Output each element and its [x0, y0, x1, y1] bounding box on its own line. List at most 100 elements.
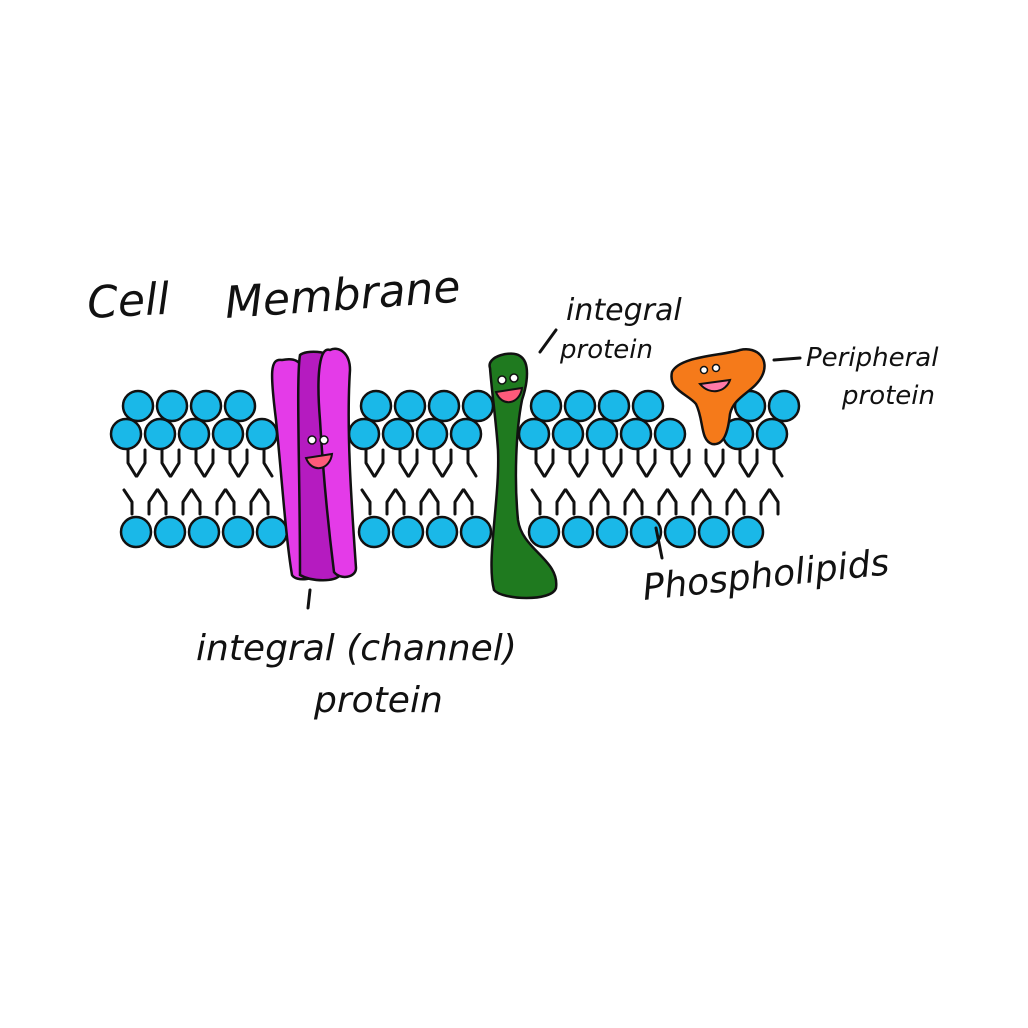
phospholipid-tail — [555, 488, 567, 516]
phospholipid-head — [393, 389, 427, 423]
pointer-peripheral — [772, 356, 802, 362]
phospholipid-tail — [734, 488, 746, 516]
phospholipid-tail — [725, 488, 737, 516]
phospholipid-head — [563, 389, 597, 423]
phospholipid-head — [347, 417, 381, 451]
phospholipid-tail — [373, 448, 385, 478]
phospholipid-head — [425, 515, 459, 549]
phospholipid-tail — [462, 488, 474, 516]
phospholipid-head — [153, 515, 187, 549]
phospholipid-head — [527, 515, 561, 549]
phospholipid-tail — [759, 488, 771, 516]
phospholipid-tail — [407, 448, 419, 478]
phospholipid-tail — [700, 488, 712, 516]
phospholipid-head — [143, 417, 177, 451]
phospholipid-tail — [169, 448, 181, 478]
phospholipid-tail — [568, 448, 580, 478]
phospholipid-head — [359, 389, 393, 423]
phospholipid-head — [211, 417, 245, 451]
phospholipid-tail — [364, 448, 376, 478]
phospholipid-head — [585, 417, 619, 451]
phospholipid-tail — [135, 448, 147, 478]
phospholipid-head — [529, 389, 563, 423]
phospholipid-head — [119, 515, 153, 549]
phospholipid-head — [631, 389, 665, 423]
label-integral-channel-line2: protein — [313, 680, 443, 721]
label-integral-line2: protein — [559, 335, 653, 365]
pointer-phospholipids — [654, 526, 664, 560]
phospholipid-head — [449, 417, 483, 451]
phospholipid-tail — [237, 448, 249, 478]
phospholipid-head — [189, 389, 223, 423]
phospholipid-tail — [224, 488, 236, 516]
integral-protein — [488, 352, 558, 600]
phospholipid-tail — [228, 448, 240, 478]
phospholipid-tail — [428, 488, 440, 516]
phospholipid-tail — [466, 448, 478, 478]
phospholipid-tail — [394, 488, 406, 516]
phospholipid-head — [663, 515, 697, 549]
label-peripheral-line1: Peripheral — [806, 343, 939, 373]
phospholipid-tail — [747, 448, 759, 478]
pointer-integral — [538, 328, 558, 354]
phospholipid-head — [517, 417, 551, 451]
phospholipid-head — [595, 515, 629, 549]
title-membrane: Membrane — [223, 262, 462, 329]
phospholipid-tail — [543, 448, 555, 478]
phospholipid-tail — [534, 448, 546, 478]
phospholipid-tail — [160, 448, 172, 478]
phospholipid-tail — [713, 448, 725, 478]
phospholipid-tail — [262, 448, 274, 478]
phospholipid-tail — [666, 488, 678, 516]
phospholipid-tail — [181, 488, 193, 516]
phospholipid-tail — [419, 488, 431, 516]
phospholipid-head — [427, 389, 461, 423]
phospholipid-head — [109, 417, 143, 451]
phospholipid-tail — [602, 448, 614, 478]
phospholipid-tail — [738, 448, 750, 478]
phospholipid-tail — [453, 488, 465, 516]
phospholipid-tail — [768, 488, 780, 516]
phospholipid-head — [255, 515, 289, 549]
phospholipid-head — [731, 515, 765, 549]
label-integral-line1: integral — [566, 293, 682, 328]
phospholipid-tail — [126, 448, 138, 478]
phospholipid-tail — [598, 488, 610, 516]
phospholipid-tail — [360, 488, 372, 516]
phospholipid-head — [697, 515, 731, 549]
phospholipid-head — [629, 515, 663, 549]
phospholipid-tail — [670, 448, 682, 478]
channel-protein — [270, 347, 358, 582]
phospholipid-tail — [632, 488, 644, 516]
phospholipid-tail — [398, 448, 410, 478]
label-peripheral-line2: protein — [841, 381, 935, 411]
label-phospholipids: Phospholipids — [641, 542, 891, 609]
phospholipid-tail — [645, 448, 657, 478]
phospholipid-head — [223, 389, 257, 423]
phospholipid-head — [459, 515, 493, 549]
phospholipid-tail — [156, 488, 168, 516]
pointer-channel — [306, 588, 312, 610]
phospholipid-tail — [679, 448, 691, 478]
phospholipid-tail — [385, 488, 397, 516]
phospholipid-tail — [190, 488, 202, 516]
phospholipid-head — [597, 389, 631, 423]
phospholipid-tail — [147, 488, 159, 516]
phospholipid-tail — [704, 448, 716, 478]
phospholipid-tail — [194, 448, 206, 478]
phospholipid-head — [755, 417, 789, 451]
phospholipid-head — [121, 389, 155, 423]
phospholipid-head — [767, 389, 801, 423]
phospholipid-head — [551, 417, 585, 451]
phospholipid-tail — [215, 488, 227, 516]
phospholipid-tail — [691, 488, 703, 516]
phospholipid-tail — [432, 448, 444, 478]
phospholipid-tails — [122, 448, 784, 516]
phospholipid-head — [155, 389, 189, 423]
phospholipid-tail — [611, 448, 623, 478]
label-integral-channel-line1: integral (channel) — [196, 628, 517, 669]
outer-phospholipid-heads — [109, 389, 801, 451]
phospholipid-head — [653, 417, 687, 451]
phospholipid-head — [357, 515, 391, 549]
